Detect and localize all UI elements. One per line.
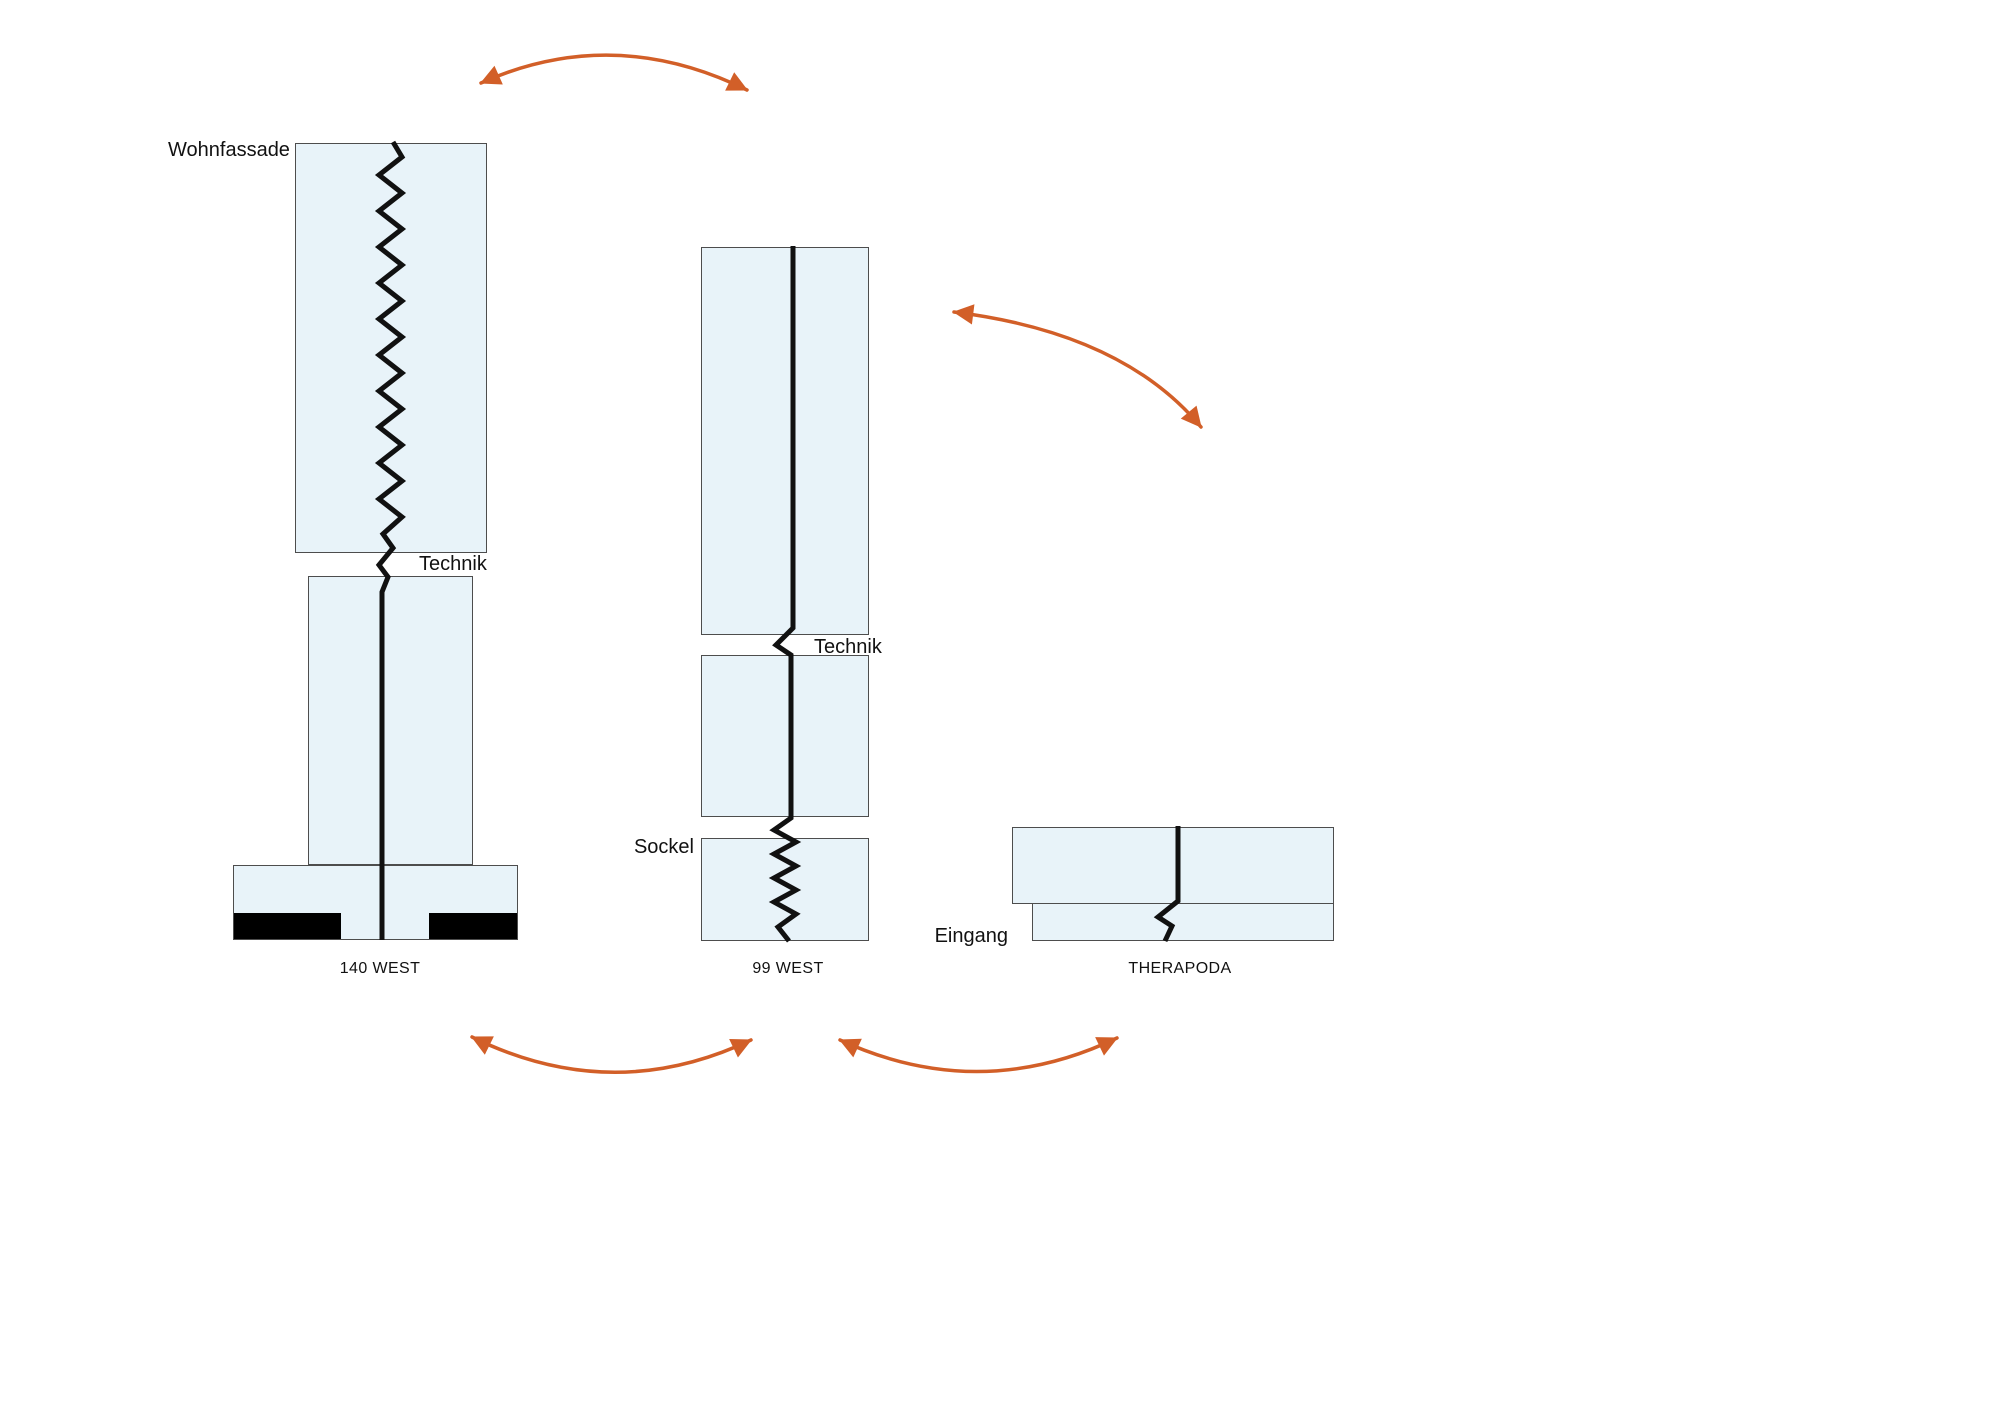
label-eingang: Eingang bbox=[934, 925, 1008, 947]
facade-99-west-technik bbox=[701, 655, 869, 817]
facade-99-west-tower bbox=[701, 247, 869, 635]
swap-arrow-top bbox=[479, 53, 749, 92]
caption-140-west: 140 WEST bbox=[339, 960, 421, 977]
caption-99-west: 99 WEST bbox=[752, 960, 824, 977]
facade-therapoda-upper bbox=[1012, 827, 1334, 904]
label-sockel: Sockel bbox=[633, 836, 694, 858]
label-technik-140-west: Technik bbox=[419, 553, 487, 575]
facade-99-west-sockel bbox=[701, 838, 869, 941]
caption-therapoda: THERAPODA bbox=[1128, 960, 1232, 977]
plinth-bar-right bbox=[429, 913, 517, 939]
swap-arrow-right bbox=[952, 304, 1203, 429]
facade-140-west-technik bbox=[308, 576, 473, 865]
facade-therapoda-entrance bbox=[1032, 903, 1334, 941]
swap-arrow-bottom-right bbox=[838, 1036, 1119, 1074]
facade-140-west-tower bbox=[295, 143, 487, 553]
label-technik-99-west: Technik bbox=[814, 636, 882, 658]
swap-arrow-bottom-left bbox=[470, 1035, 753, 1074]
plinth-bar-left bbox=[234, 913, 341, 939]
label-wohnfassade: Wohnfassade bbox=[168, 139, 290, 161]
